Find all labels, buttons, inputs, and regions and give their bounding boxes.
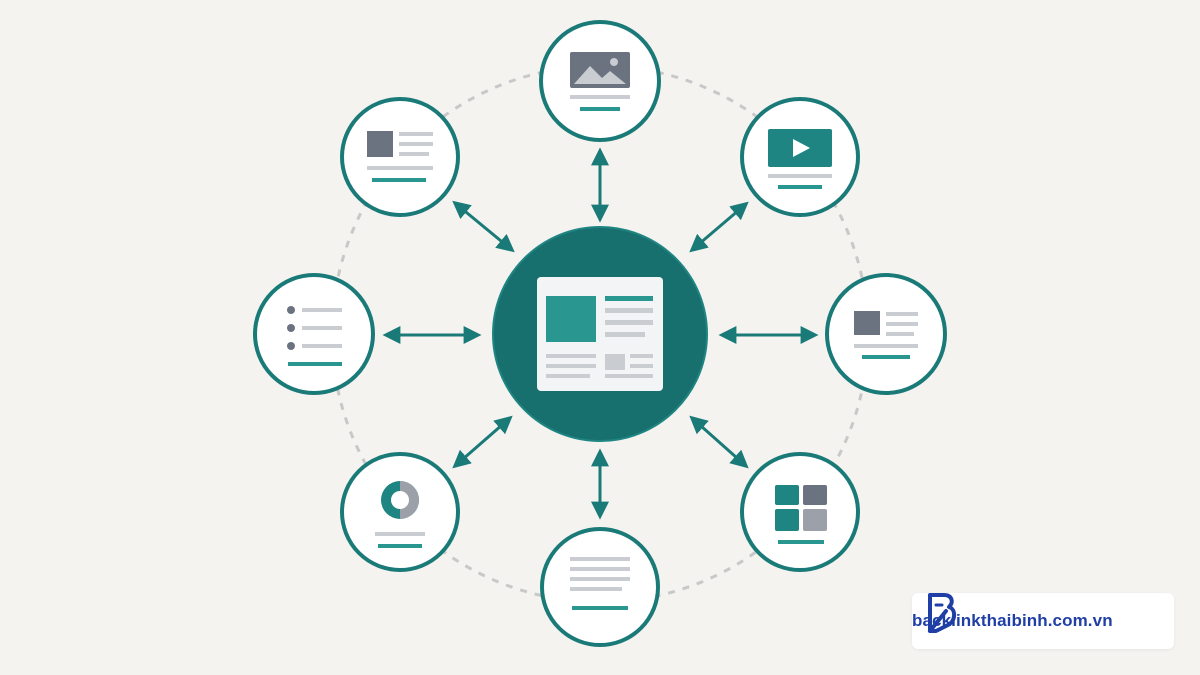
- satellite-grid: [740, 452, 860, 572]
- bullet-list-icon: [287, 306, 342, 350]
- brand-badge[interactable]: backlinkthaibinh.com.vn: [912, 593, 1174, 649]
- arrow-top-right: [689, 201, 749, 253]
- center-node: [492, 226, 708, 442]
- arrow-bottom-left: [452, 415, 513, 469]
- connection-arrows: [382, 147, 819, 520]
- donut-chart-icon: [381, 481, 419, 519]
- article-card-icon: [854, 311, 918, 348]
- grid-icon: [775, 485, 827, 531]
- text-lines-icon: [570, 557, 630, 591]
- satellite-donut: [340, 452, 460, 572]
- satellite-text: [540, 527, 660, 647]
- satellite-article-right: [825, 273, 947, 395]
- satellite-image: [539, 20, 661, 142]
- web-page-layout-icon: [537, 277, 663, 391]
- image-icon: [570, 52, 630, 88]
- letter-b-logo-icon: [928, 593, 957, 633]
- satellite-video: [740, 97, 860, 217]
- arrow-bottom-right: [689, 415, 749, 469]
- arrow-top-left: [452, 200, 515, 253]
- brand-url[interactable]: backlinkthaibinh.com.vn: [912, 611, 1113, 630]
- satellite-article-left: [340, 97, 460, 217]
- article-card-icon: [367, 131, 433, 170]
- satellite-list: [253, 273, 375, 395]
- video-play-icon: [768, 129, 832, 167]
